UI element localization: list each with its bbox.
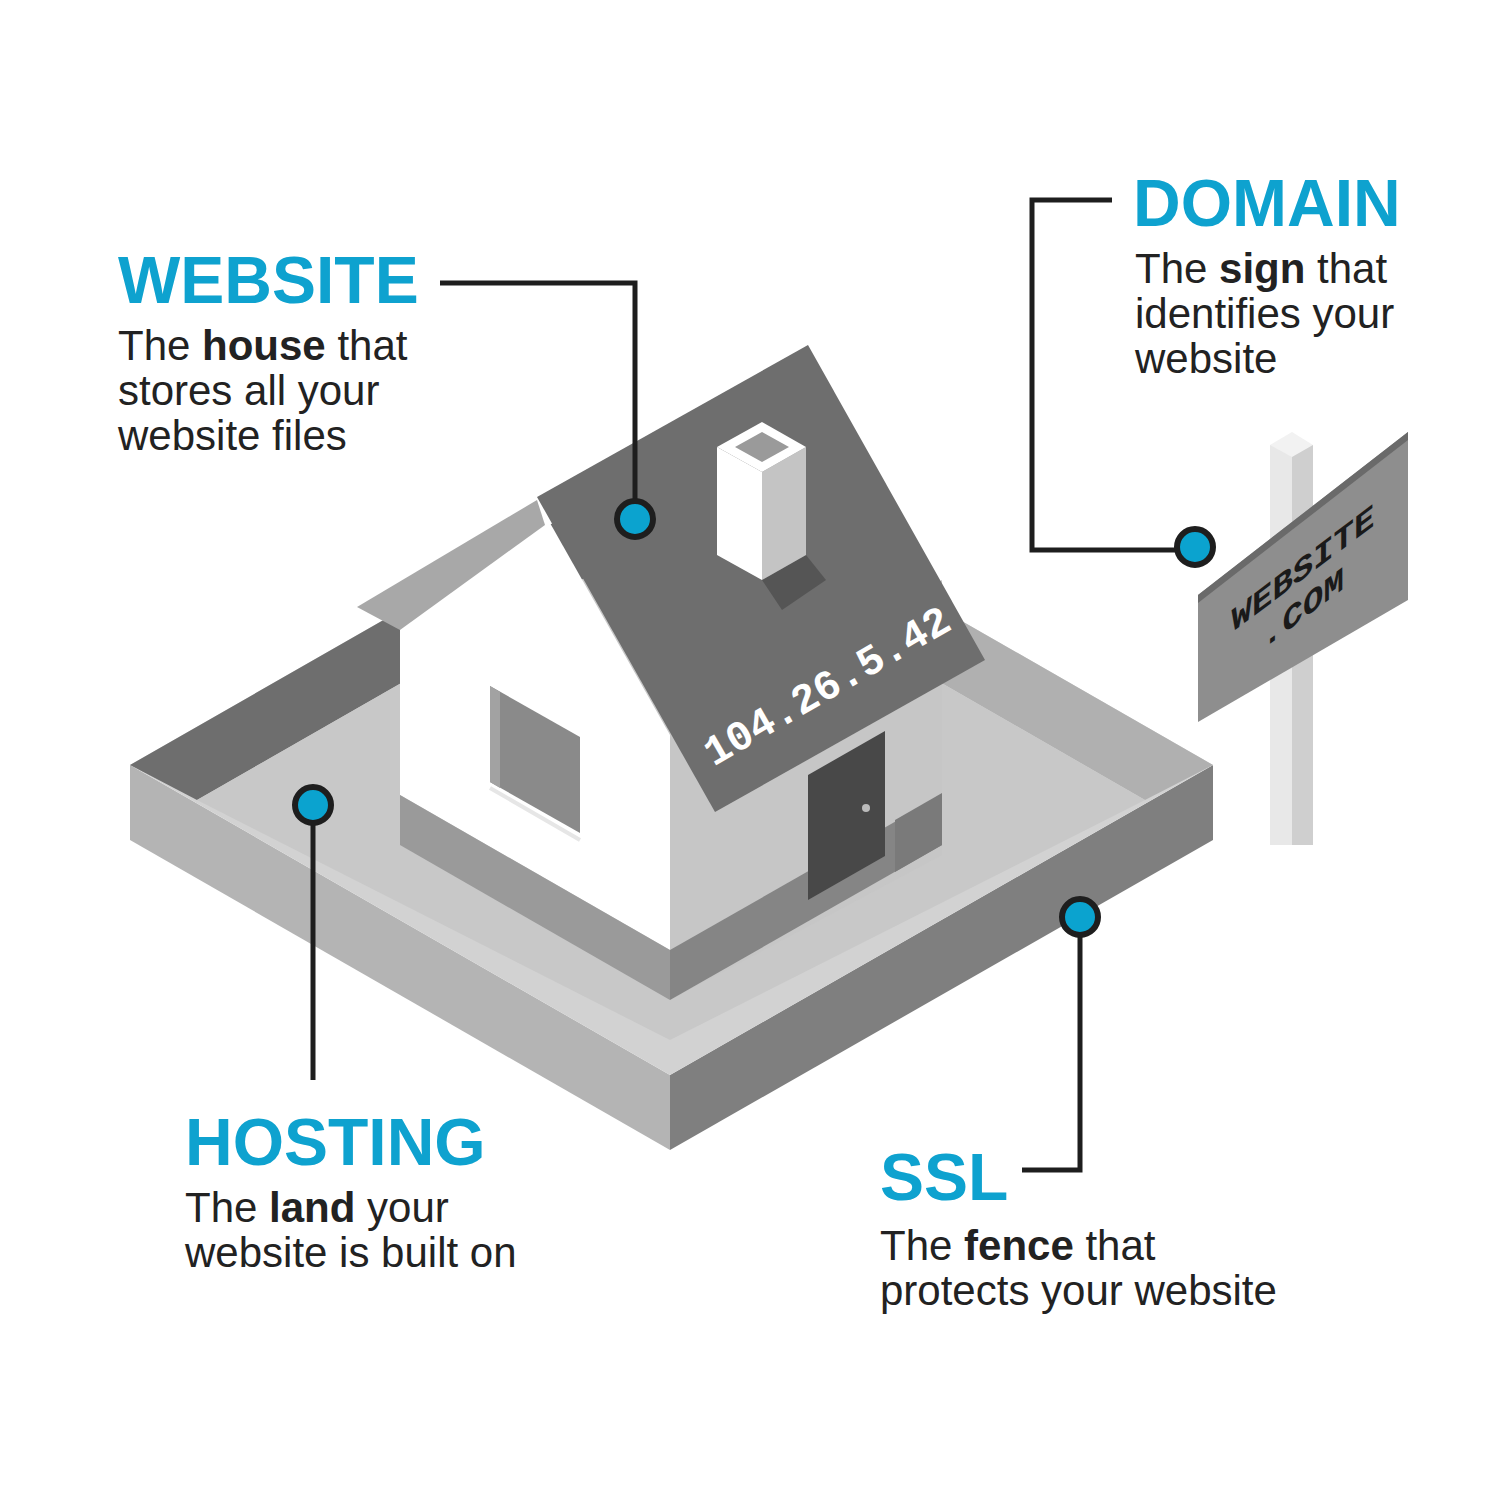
callout-dot xyxy=(617,501,653,537)
emphasis-word: house xyxy=(202,322,326,369)
roof-eave xyxy=(357,500,545,630)
chimney-opening xyxy=(735,432,789,462)
house-window xyxy=(490,686,580,833)
house-door xyxy=(808,731,885,900)
house-foundation xyxy=(895,793,942,872)
callout-heading: HOSTING xyxy=(185,1109,486,1175)
callout-dot xyxy=(1062,899,1098,935)
door-knob xyxy=(862,804,870,812)
leader-line xyxy=(1022,937,1080,1170)
house-foundation xyxy=(400,795,670,1000)
callout-dot xyxy=(1177,529,1213,565)
sign-post-top xyxy=(1270,432,1313,457)
callout-dot xyxy=(295,787,331,823)
emphasis-word: fence xyxy=(964,1222,1074,1269)
emphasis-word: sign xyxy=(1219,245,1305,292)
callout-text: The land your website is built on xyxy=(185,1185,585,1275)
leader-line xyxy=(440,283,635,500)
callout-text: The sign that identifies your website xyxy=(1135,246,1445,381)
leader-line xyxy=(311,825,316,1080)
callout-text: The house that stores all your website f… xyxy=(118,323,448,458)
callout-heading: WEBSITE xyxy=(118,247,419,313)
callout-heading: DOMAIN xyxy=(1133,170,1401,236)
house-roof xyxy=(537,345,985,812)
window-sill xyxy=(490,788,580,840)
callout-heading: SSL xyxy=(880,1144,1008,1210)
emphasis-word: land xyxy=(269,1184,355,1231)
callout-text: The fence that protects your website xyxy=(880,1223,1300,1313)
domain-sign xyxy=(1198,432,1408,722)
chimney-top xyxy=(717,422,806,472)
window-frame xyxy=(490,686,500,788)
